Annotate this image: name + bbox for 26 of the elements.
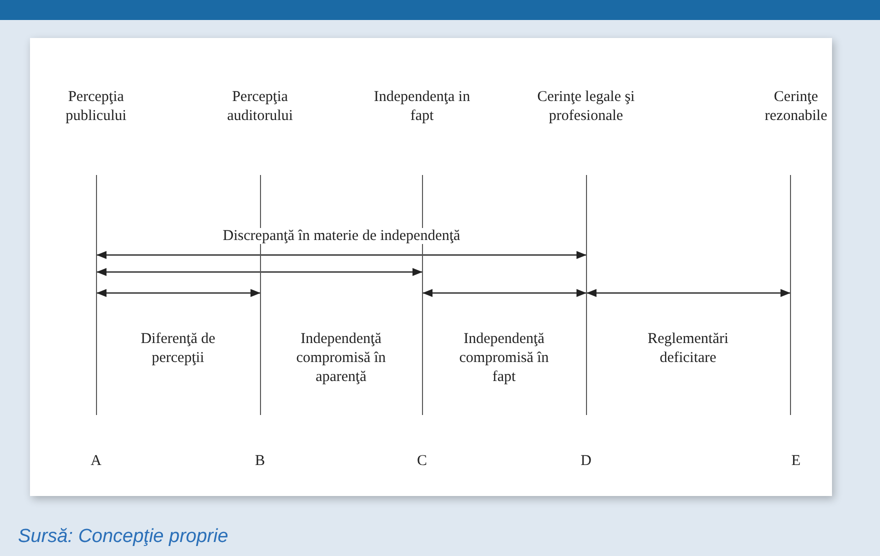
column-heading: Cerinţe legale şi profesionale xyxy=(536,88,636,126)
edge-label: Discrepanţă în materie de independenţă xyxy=(96,227,586,246)
vertical-line xyxy=(422,175,423,415)
region-label: Diferenţă de percepţii xyxy=(140,330,216,368)
caption: Sursă: Concepţie proprie xyxy=(18,526,228,548)
column-heading: Independenţa in fapt xyxy=(372,88,472,126)
double-arrow xyxy=(422,289,586,297)
column-heading: Cerinţe rezonabile xyxy=(764,88,828,126)
column-letter: A xyxy=(90,452,102,471)
column-letter: D xyxy=(580,452,592,471)
double-arrow xyxy=(96,251,586,259)
region-label: Independenţă compromisă în aparenţă xyxy=(295,330,387,387)
region-label: Reglementări deficitare xyxy=(646,330,730,368)
column-heading: Percepţia publicului xyxy=(64,88,128,126)
region-label: Independenţă compromisă în fapt xyxy=(458,330,550,387)
double-arrow xyxy=(96,268,422,276)
column-letter: B xyxy=(254,452,266,471)
vertical-line xyxy=(96,175,97,415)
vertical-line xyxy=(260,175,261,415)
column-letter: C xyxy=(416,452,428,471)
column-letter: E xyxy=(790,452,802,471)
vertical-line xyxy=(790,175,791,415)
double-arrow xyxy=(96,289,260,297)
double-arrow xyxy=(586,289,790,297)
column-heading: Percepţia auditorului xyxy=(226,88,294,126)
vertical-line xyxy=(586,175,587,415)
